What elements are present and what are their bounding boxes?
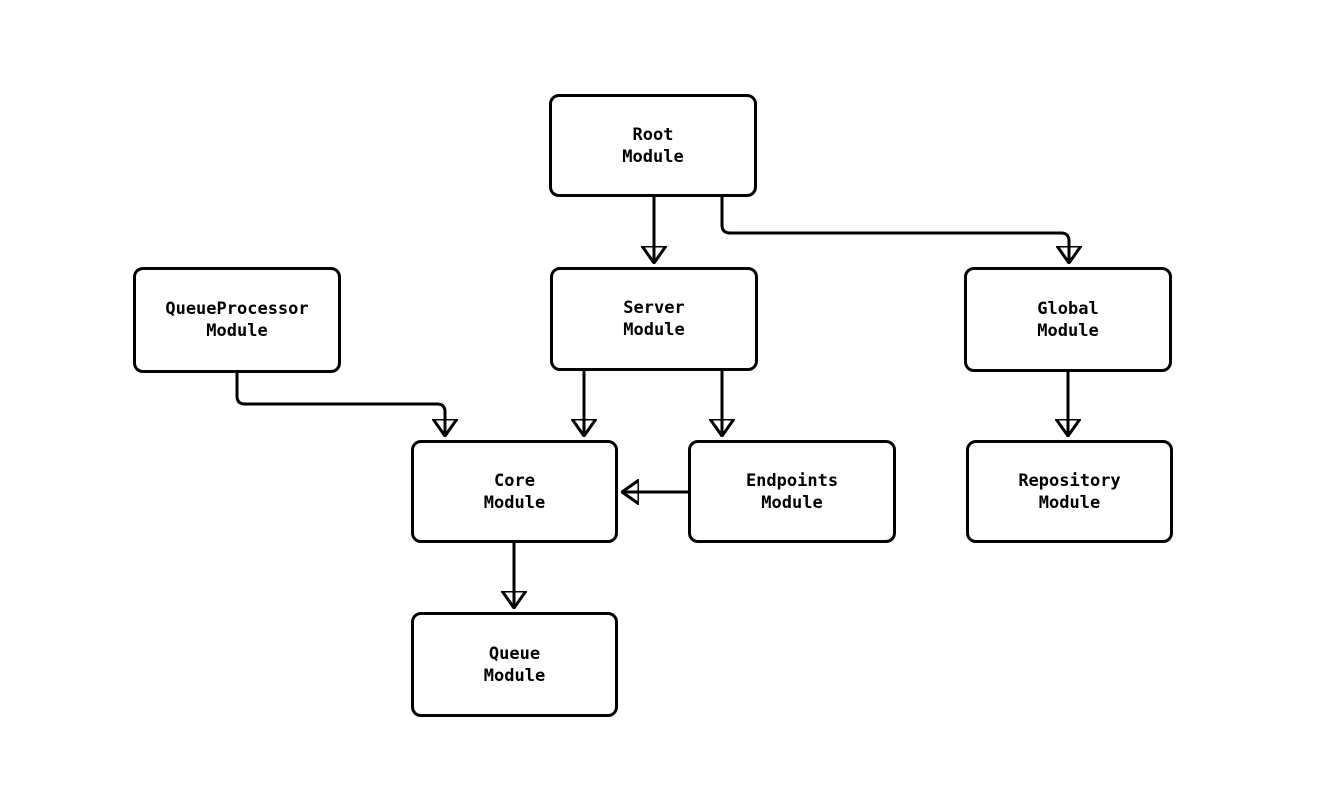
node-queueprocessor-module: QueueProcessor Module [133, 267, 341, 373]
edge-root-to-global [720, 197, 1069, 263]
node-global-module-label: Global Module [1037, 298, 1099, 341]
node-queueprocessor-module-label: QueueProcessor Module [165, 299, 309, 341]
node-endpoints-module-label: Endpoints Module [745, 470, 839, 513]
node-queue-module-label: Queue Module [483, 643, 546, 686]
node-server-module-label: Server Module [623, 298, 685, 340]
node-core-module-label: Core Module [483, 470, 546, 513]
node-repository-module: Repository Module [966, 440, 1173, 543]
node-queue-module: Queue Module [411, 612, 618, 717]
node-root-module: Root Module [549, 94, 757, 197]
node-server-module: Server Module [550, 267, 758, 371]
node-repository-module-label: Repository Module [1018, 470, 1121, 513]
node-core-module: Core Module [411, 440, 618, 543]
node-root-module-label: Root Module [622, 124, 684, 167]
node-global-module: Global Module [964, 267, 1172, 372]
edge-queueprocessor-to-core [235, 373, 445, 436]
node-endpoints-module: Endpoints Module [688, 440, 896, 543]
